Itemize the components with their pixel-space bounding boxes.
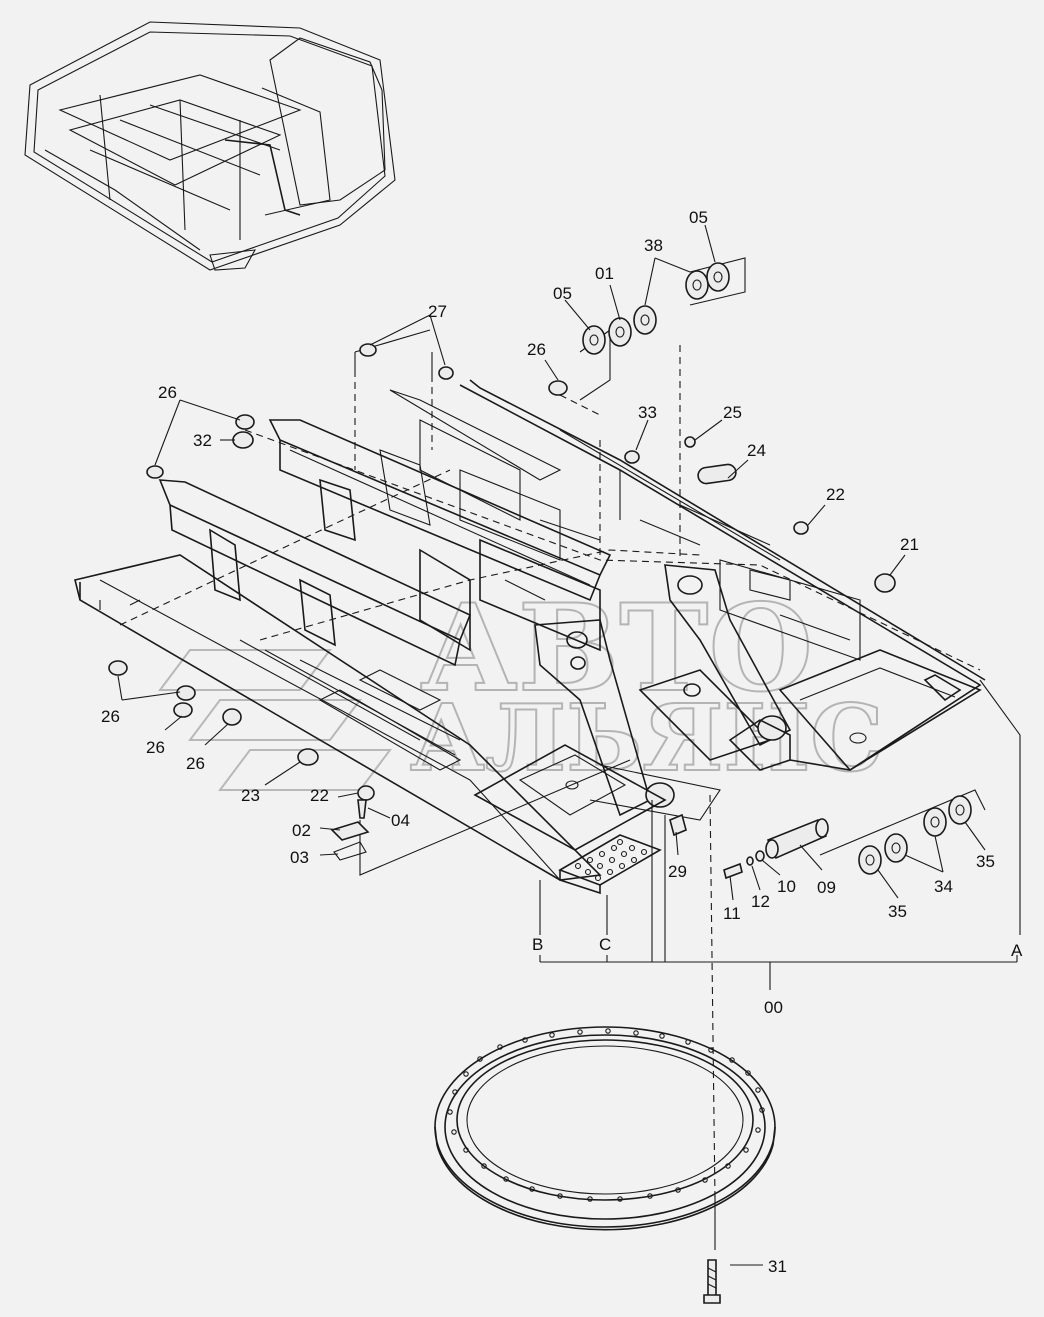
- callout-05-right: 05: [689, 208, 708, 227]
- callout-23: 23: [241, 786, 260, 805]
- watermark-line2: АЛЬЯНС: [410, 684, 883, 792]
- bush-26-lower-d: [222, 708, 242, 726]
- bush-26-lower-c: [173, 702, 193, 718]
- shim-stack-lower: [858, 795, 972, 875]
- callout-26-left: 26: [158, 383, 177, 402]
- callout-b: B: [532, 935, 543, 954]
- callout-c: C: [599, 935, 611, 954]
- fitting-29: [669, 813, 687, 837]
- callout-22-upper: 22: [826, 485, 845, 504]
- callout-26-top: 26: [527, 340, 546, 359]
- assembly-lines: [119, 257, 1021, 1250]
- seal-32: [232, 431, 254, 449]
- callout-24: 24: [747, 441, 766, 460]
- callout-31: 31: [768, 1257, 787, 1276]
- bolt-11: [723, 862, 743, 880]
- callout-35-right: 35: [976, 852, 995, 871]
- callout-33: 33: [638, 403, 657, 422]
- callout-01: 01: [595, 264, 614, 283]
- bolt-04: [357, 799, 367, 819]
- callout-21: 21: [900, 535, 919, 554]
- bush-23: [297, 748, 319, 766]
- callout-26-lower-b: 26: [146, 738, 165, 757]
- upper-frame: [74, 379, 986, 895]
- watermark: АВТО АЛЬЯНС: [158, 577, 884, 793]
- callout-05-left: 05: [553, 284, 572, 303]
- callout-26-lower-a: 26: [101, 707, 120, 726]
- bush-22-upper: [793, 521, 809, 535]
- plate-02: [330, 821, 370, 841]
- bush-27b: [438, 366, 454, 380]
- callout-38: 38: [644, 236, 663, 255]
- callout-22-lower: 22: [310, 786, 329, 805]
- callout-11: 11: [723, 904, 741, 923]
- bush-26-top: [548, 380, 568, 396]
- callout-34: 34: [934, 877, 953, 896]
- pin-09: [765, 818, 829, 860]
- callout-29: 29: [668, 862, 687, 881]
- swing-bearing-ring: [434, 1026, 776, 1231]
- bush-26-left-upper: [235, 414, 255, 430]
- callout-12: 12: [751, 892, 770, 911]
- bush-26-lower-a: [108, 660, 128, 676]
- callout-leaders: [117, 224, 986, 1266]
- callout-26-lower-c: 26: [186, 754, 205, 773]
- callout-35-left: 35: [888, 902, 907, 921]
- bush-33: [624, 450, 640, 464]
- callout-32: 32: [193, 431, 212, 450]
- washer-10: [755, 850, 765, 862]
- callout-02: 02: [292, 821, 311, 840]
- callout-10: 10: [777, 877, 796, 896]
- bush-26-lower-b: [176, 685, 196, 701]
- callout-a: A: [1011, 941, 1023, 960]
- bush-25: [684, 436, 696, 448]
- callout-03: 03: [290, 848, 309, 867]
- callout-04: 04: [391, 811, 410, 830]
- callout-00: 00: [764, 998, 783, 1017]
- watermark-line1: АВТО: [420, 578, 813, 719]
- callout-27: 27: [428, 302, 447, 321]
- plate-24: [697, 463, 737, 485]
- gasket-03: [333, 841, 367, 861]
- washer-12: [746, 856, 754, 866]
- callout-09: 09: [817, 878, 836, 897]
- callout-25: 25: [723, 403, 742, 422]
- excavator-overview-thumbnail: [24, 21, 396, 271]
- shim-stack-upper: [582, 262, 730, 355]
- bush-22-lower: [357, 785, 375, 801]
- callout-labels: 05 38 05 01 27 26 26 32 33 25 24 22 21 2…: [101, 208, 1023, 1276]
- bush-27a: [359, 343, 377, 357]
- bush-21: [874, 573, 896, 593]
- bush-26-left: [146, 465, 164, 479]
